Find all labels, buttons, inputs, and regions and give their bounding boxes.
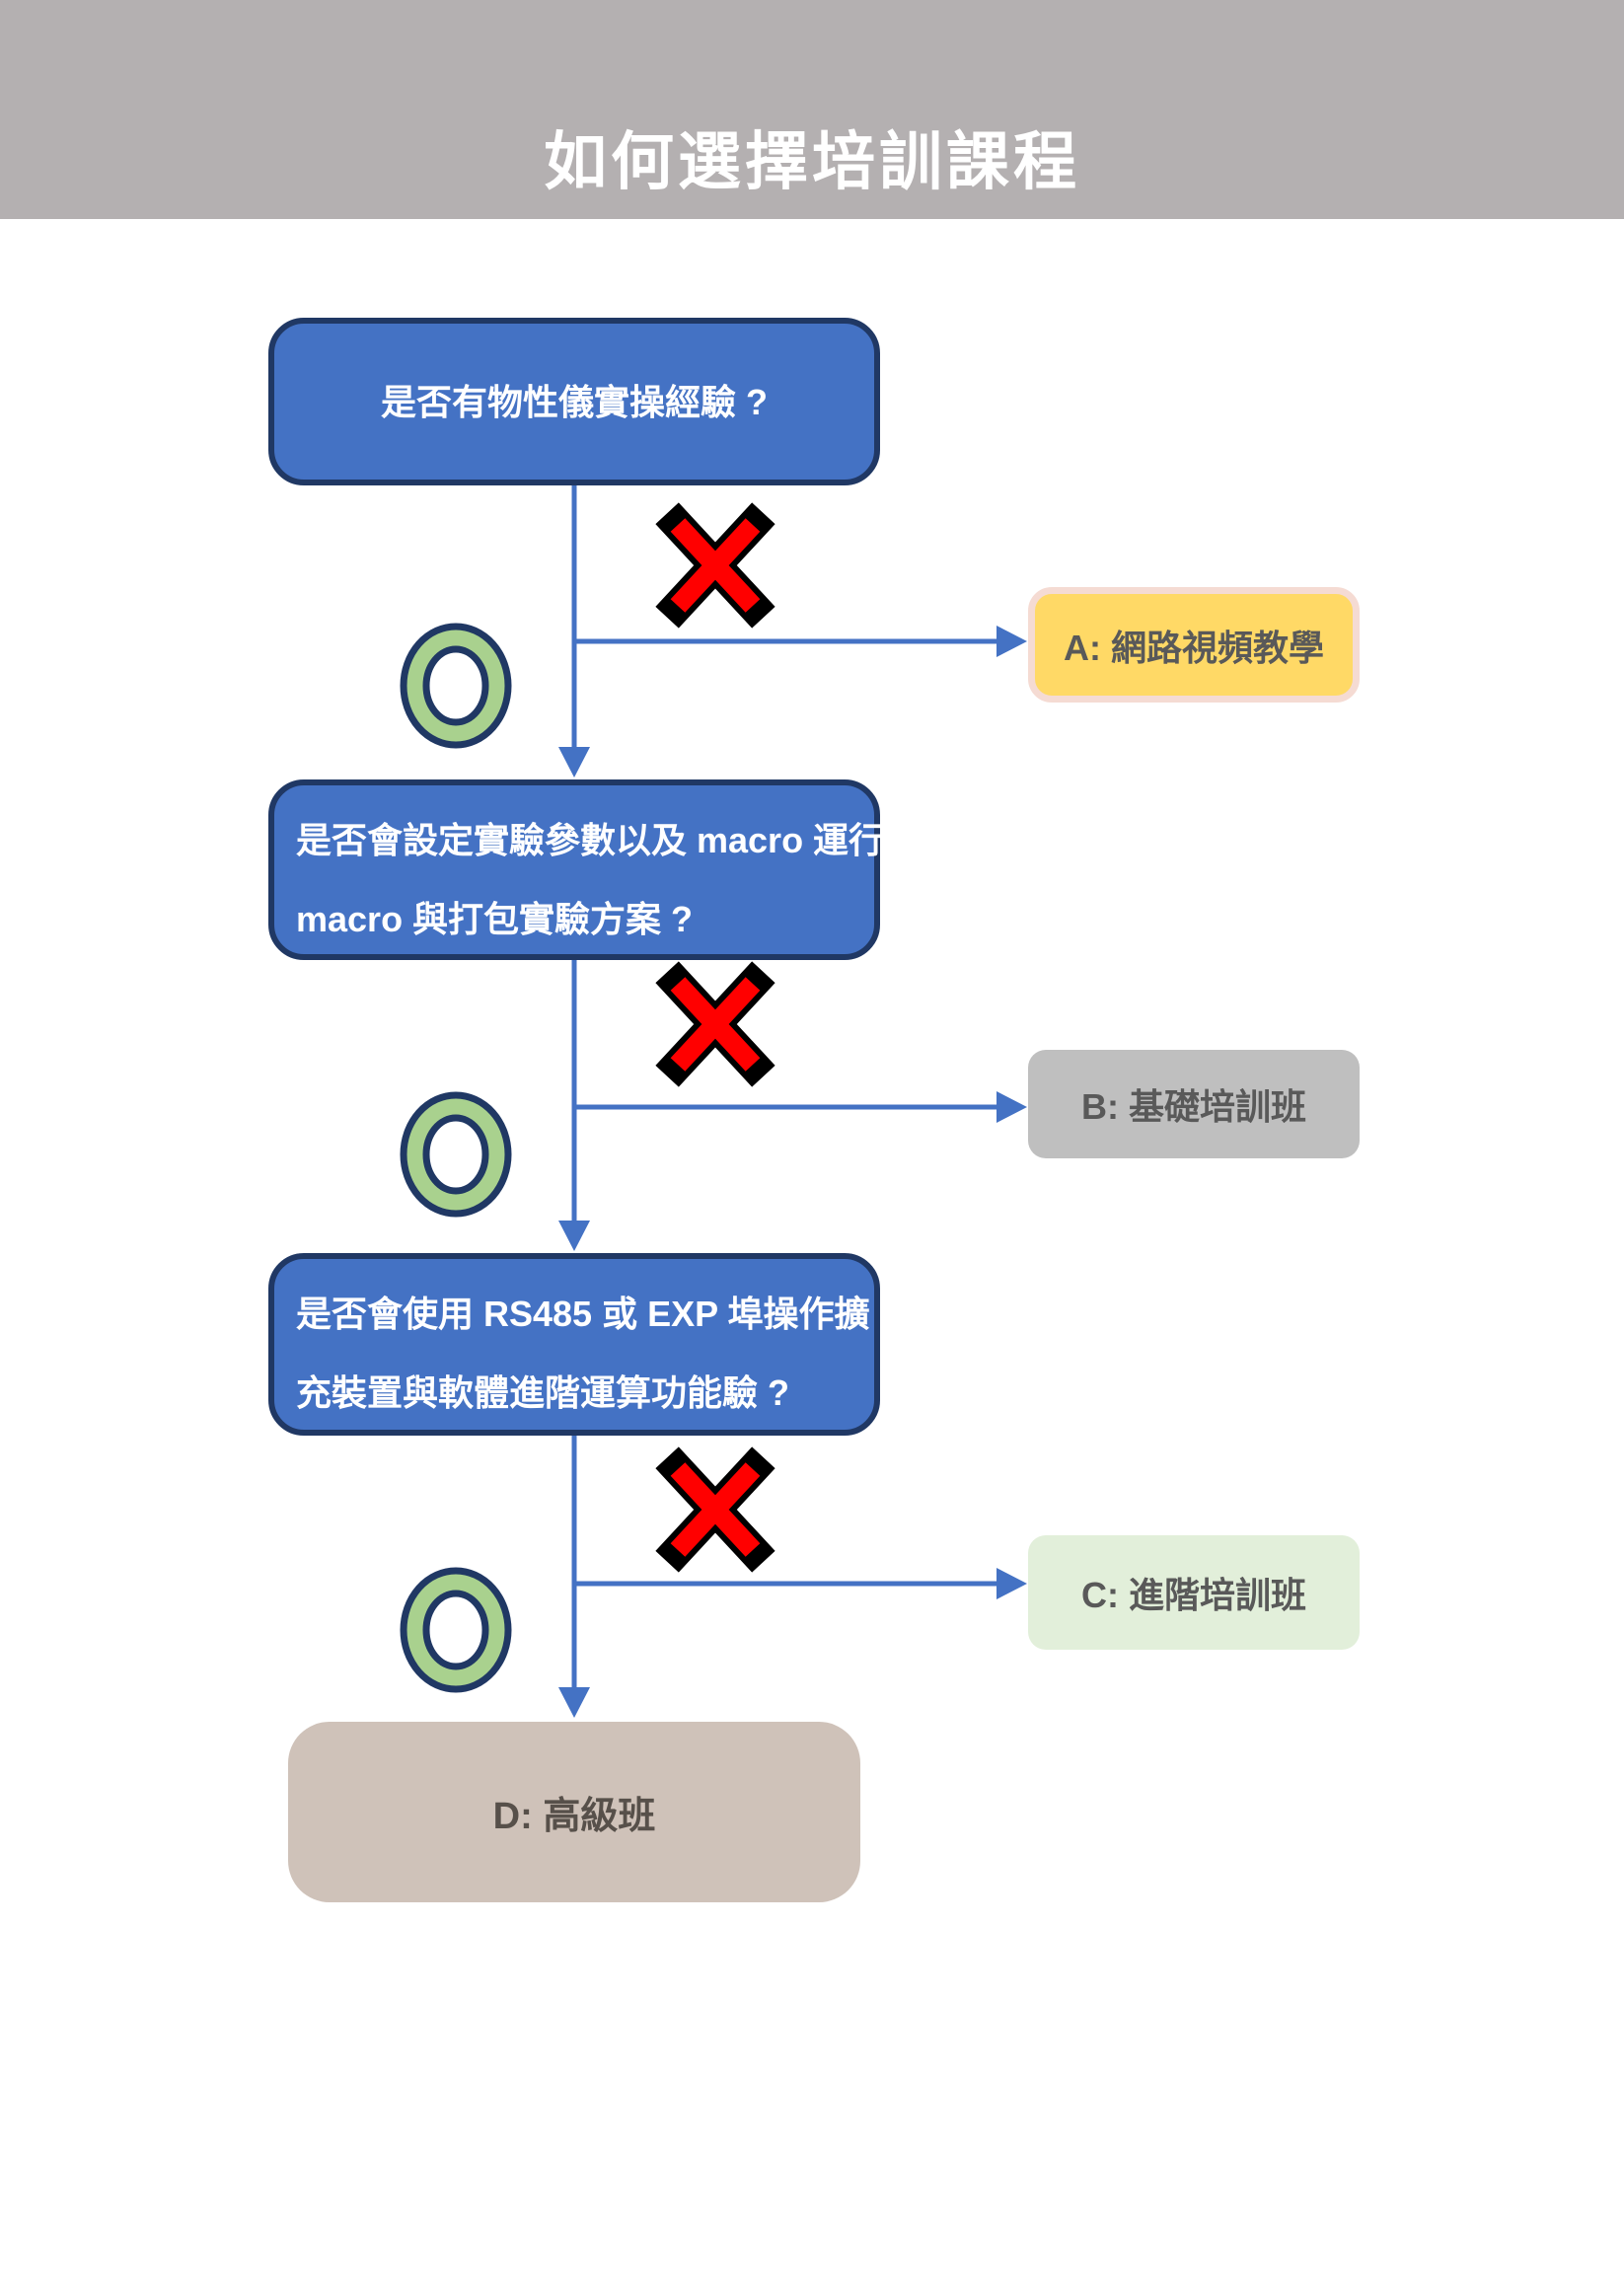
no-cross-icon (655, 502, 775, 629)
question-box-1: 是否有物性儀實操經驗 ? (268, 318, 880, 485)
connector-q1-q2 (558, 483, 590, 778)
connector-q2-q3 (558, 957, 590, 1251)
outcome-label: B: 基礎培訓班 (1081, 1086, 1306, 1127)
outcome-label: C: 進階培訓班 (1081, 1575, 1306, 1615)
question-text-line1: 是否會使用 RS485 或 EXP 埠操作擴 (296, 1294, 870, 1334)
no-cross-icon (655, 961, 775, 1087)
yes-circle-icon (400, 623, 512, 749)
outcome-box-d: D: 高級班 (288, 1722, 860, 1902)
page-title: 如何選擇培訓課程 (544, 126, 1080, 197)
no-cross-icon (655, 1446, 775, 1573)
outcome-label: A: 網路視頻教學 (1064, 627, 1324, 668)
connector-q3-c (574, 1568, 1027, 1599)
yes-circle-icon (400, 1567, 512, 1693)
question-box-2: 是否會設定實驗參數以及 macro 運行 macro 與打包實驗方案 ? (268, 779, 885, 960)
question-text-line1: 是否會設定實驗參數以及 macro 運行 (296, 820, 885, 860)
question-text: 是否有物性儀實操經驗 ? (381, 382, 768, 422)
connector-q3-d (558, 1434, 590, 1718)
yes-circle-icon (400, 1091, 512, 1218)
question-text-line2: macro 與打包實驗方案 ? (296, 899, 694, 939)
connector-q2-b (574, 1091, 1027, 1123)
outcome-box-c: C: 進階培訓班 (1028, 1535, 1360, 1650)
question-box-3: 是否會使用 RS485 或 EXP 埠操作擴 充裝置與軟體進階運算功能驗 ? (268, 1253, 880, 1436)
connector-q1-a (574, 626, 1027, 657)
outcome-label: D: 高級班 (492, 1796, 656, 1837)
outcome-box-a: A: 網路視頻教學 (1028, 587, 1360, 703)
question-text-line2: 充裝置與軟體進階運算功能驗 ? (296, 1372, 789, 1413)
title-banner: 如何選擇培訓課程 (0, 0, 1624, 219)
outcome-box-b: B: 基礎培訓班 (1028, 1050, 1360, 1158)
